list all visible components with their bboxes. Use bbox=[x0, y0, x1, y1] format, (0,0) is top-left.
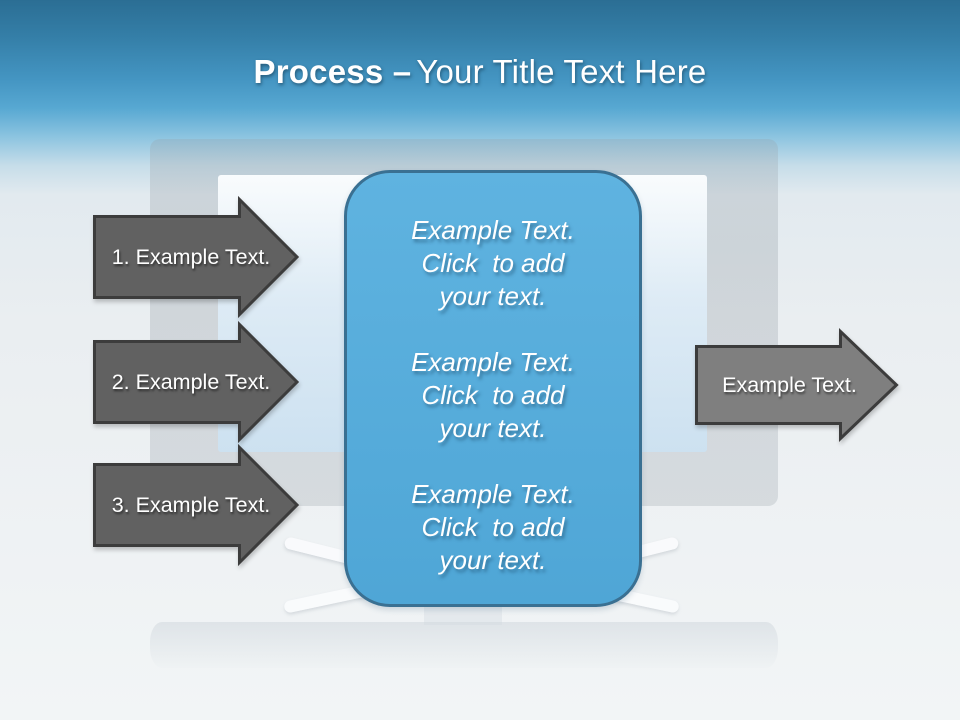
text-paragraph: Example Text. Click to add your text. bbox=[347, 346, 639, 445]
text-line: Example Text. bbox=[411, 215, 575, 245]
process-result-arrow: Example Text. bbox=[695, 327, 899, 443]
text-line: Click to add bbox=[421, 248, 565, 278]
text-line: Click to add bbox=[421, 380, 565, 410]
text-paragraph: Example Text. Click to add your text. bbox=[347, 214, 639, 313]
text-paragraph: Example Text. Click to add your text. bbox=[347, 478, 639, 577]
title-keyword: Process – bbox=[253, 53, 412, 90]
text-line: your text. bbox=[439, 281, 547, 311]
text-line: your text. bbox=[439, 545, 547, 575]
right-arrow-shape bbox=[695, 327, 899, 443]
text-line: Click to add bbox=[421, 512, 565, 542]
text-line: Example Text. bbox=[411, 479, 575, 509]
right-arrow-shape bbox=[93, 443, 300, 567]
process-step-2-arrow: 2. Example Text. bbox=[93, 320, 300, 444]
slide-title: Process –Your Title Text Here bbox=[0, 53, 960, 91]
right-arrow-shape bbox=[93, 320, 300, 444]
process-step-3-arrow: 3. Example Text. bbox=[93, 443, 300, 567]
process-step-1-arrow: 1. Example Text. bbox=[93, 195, 300, 319]
right-arrow-shape bbox=[93, 195, 300, 319]
text-line: your text. bbox=[439, 413, 547, 443]
process-text-box: Example Text. Click to add your text. Ex… bbox=[344, 170, 642, 607]
title-text: Your Title Text Here bbox=[416, 53, 707, 90]
text-line: Example Text. bbox=[411, 347, 575, 377]
monitor-stand-base bbox=[150, 622, 778, 668]
